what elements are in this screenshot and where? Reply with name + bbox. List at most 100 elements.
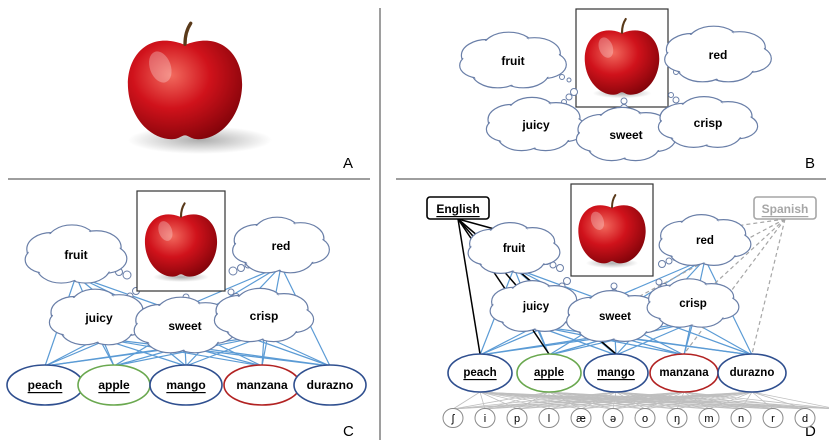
phoneme-label: o: [642, 413, 648, 425]
panel-d-word-durazno-label: durazno: [730, 367, 775, 379]
panel-d-phoneme-link: [479, 391, 614, 410]
panel-d-word-apple: apple: [516, 353, 582, 393]
thought-bubble: [566, 77, 572, 83]
panel-d-cloud-red: red: [658, 213, 752, 267]
thought-bubble: [610, 282, 618, 290]
phoneme-label: l: [548, 413, 550, 425]
spanish-label: Spanish: [762, 202, 809, 216]
panel-d-phoneme-link: [452, 391, 617, 410]
panel-b-cloud-red-label: red: [709, 48, 728, 62]
phoneme-label: r: [771, 413, 775, 425]
thought-bubble: [668, 92, 674, 98]
spanish-link: [751, 218, 786, 355]
phoneme-node: r: [762, 408, 784, 428]
panel-b-cloud-sweet-label: sweet: [609, 128, 642, 142]
panel-d-word-durazno: durazno: [717, 353, 787, 393]
panel-b-cloud-fruit: fruit: [459, 31, 567, 89]
thought-bubble: [227, 288, 235, 296]
panel-b-apple-box: [575, 8, 669, 108]
panel-c-word-peach-label: peach: [28, 378, 63, 392]
panel-c-word-mango-label: mango: [166, 378, 205, 392]
panel-a: [126, 21, 272, 154]
panel-d-word-manzana: manzana: [649, 353, 719, 393]
panel-d-phoneme-link: [479, 391, 550, 410]
phoneme-label: ŋ: [674, 413, 680, 425]
panel-b-cloud-juicy-label: juicy: [521, 118, 550, 132]
panel-c-word-manzana-label: manzana: [236, 378, 288, 392]
panel-d-phoneme-link: [708, 391, 753, 410]
thought-bubble: [563, 277, 571, 285]
thought-bubble: [559, 74, 565, 80]
panel-c-cloud-crisp-label: crisp: [250, 309, 279, 323]
panel-c-word-apple-label: apple: [98, 378, 130, 392]
panel-d-word-mango-label: mango: [597, 367, 635, 379]
panel-d-cloud-juicy-label: juicy: [522, 301, 550, 313]
thought-bubble: [228, 266, 238, 276]
thought-bubble: [570, 88, 578, 96]
english-box: English: [426, 196, 490, 220]
phoneme-label: d: [802, 413, 808, 425]
panel-d-phoneme-link: [452, 391, 550, 410]
thought-bubble: [665, 257, 673, 265]
phoneme-node: l: [538, 408, 560, 428]
panel-c-word-durazno-label: durazno: [307, 378, 354, 392]
panel-c-cloud-crisp: crisp: [213, 287, 315, 343]
panel-d-phoneme-link: [644, 391, 753, 410]
panel-d-phoneme-link: [751, 391, 829, 408]
panel-d-cloud-juicy: juicy: [489, 279, 583, 333]
panel-d-cloud-fruit: fruit: [467, 221, 561, 275]
panel-d-cloud-crisp: crisp: [646, 278, 740, 328]
panel-b-cloud-crisp-label: crisp: [694, 116, 723, 130]
panel-d-phoneme-link: [676, 391, 753, 410]
phoneme-node: d: [794, 408, 816, 428]
phoneme-node: m: [698, 408, 720, 428]
english-link: [457, 218, 481, 355]
panel-b-cloud-juicy: juicy: [485, 96, 587, 152]
panel-d-word-manzana-label: manzana: [659, 367, 709, 379]
panel-d-phoneme-link: [479, 391, 582, 410]
panel-d-phoneme-link: [751, 391, 806, 410]
spanish-link: [683, 218, 786, 355]
panel-d-phoneme-link: [683, 391, 742, 410]
panel-label-c: C: [343, 423, 354, 440]
panel-c-cloud-fruit: fruit: [24, 224, 128, 284]
phoneme-node: ŋ: [666, 408, 688, 428]
panel-c-word-mango: mango: [149, 364, 223, 406]
phoneme-label: i: [484, 413, 486, 425]
panel-c-cloud-fruit-label: fruit: [64, 248, 87, 262]
phoneme-node: ʃ: [442, 408, 464, 428]
panel-d-word-peach: peach: [447, 353, 513, 393]
panel-c-cloud-juicy: juicy: [48, 288, 150, 346]
phoneme-label: m: [704, 413, 713, 425]
panel-d-word-peach-label: peach: [463, 367, 496, 379]
panel-d-phoneme-link: [612, 391, 753, 410]
panel-b-cloud-crisp: crisp: [657, 95, 759, 149]
thought-bubble: [556, 264, 564, 272]
thought-bubble: [565, 93, 573, 101]
panel-d-cloud-crisp-label: crisp: [679, 298, 707, 310]
panel-d-phoneme-link: [615, 391, 742, 410]
panel-b-cloud-red: red: [664, 25, 772, 83]
panel-d-phoneme-link: [516, 391, 753, 410]
phoneme-label: n: [738, 413, 744, 425]
panel-d-word-apple-label: apple: [534, 367, 564, 379]
phoneme-node: i: [474, 408, 496, 428]
panel-label-d: D: [805, 423, 816, 440]
panel-d-phoneme-link: [548, 391, 753, 410]
thought-bubble: [237, 264, 245, 272]
panel-d-phoneme-link: [452, 391, 481, 410]
panel-c-cloud-sweet: sweet: [133, 296, 237, 354]
panel-d-cloud-sweet-label: sweet: [599, 311, 631, 323]
panel-d-phoneme-link: [548, 391, 742, 410]
panel-c-cloud-red: red: [232, 216, 330, 274]
panel-c-word-apple: apple: [77, 364, 151, 406]
phoneme-label: æ: [576, 413, 586, 425]
phoneme-label: p: [514, 413, 520, 425]
phoneme-label: ə: [610, 413, 616, 425]
panel-d-word-mango: mango: [583, 353, 649, 393]
panel-d-phoneme-link: [479, 391, 486, 410]
spanish-box: Spanish: [753, 196, 817, 220]
spanish-link: [721, 218, 786, 229]
panel-c-apple-box: [136, 190, 226, 292]
